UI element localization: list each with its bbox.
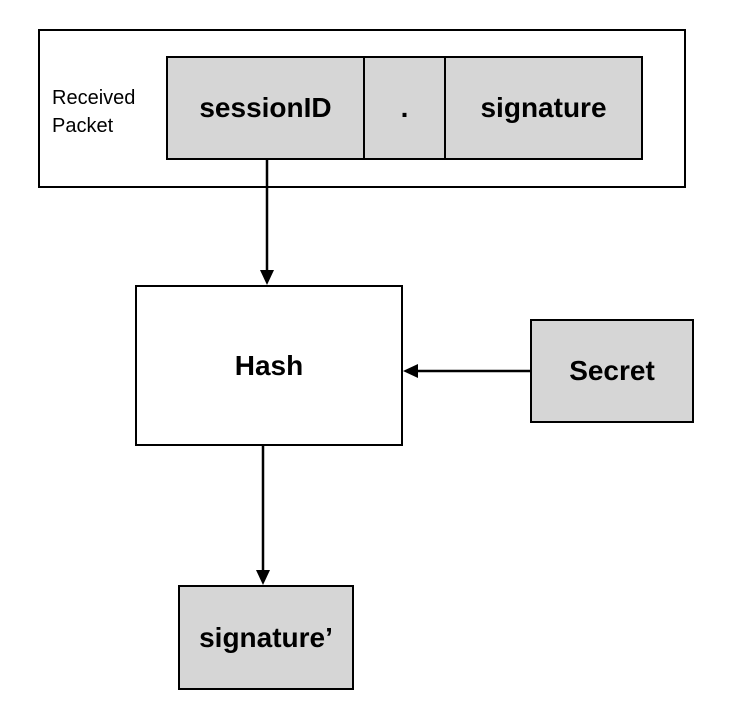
session-id-segment: sessionID — [166, 56, 365, 160]
separator-segment: . — [363, 56, 446, 160]
session-to-hash-arrowhead — [260, 270, 274, 285]
separator-label: . — [400, 92, 409, 123]
hash-box: Hash — [135, 285, 403, 446]
signature-label: signature — [480, 92, 607, 123]
secret-label: Secret — [569, 355, 655, 386]
hash-to-signature-arrowhead — [256, 570, 270, 585]
signature-segment: signature — [444, 56, 643, 160]
hash-label: Hash — [234, 349, 304, 381]
signature-prime-label: signature’ — [199, 621, 333, 653]
signature-prime-box: signature’ — [178, 585, 354, 690]
secret-box: Secret — [530, 319, 694, 423]
received-packet-label: Received Packet — [52, 87, 136, 137]
secret-to-hash-arrowhead — [403, 364, 418, 378]
session-id-label: sessionID — [199, 92, 332, 123]
